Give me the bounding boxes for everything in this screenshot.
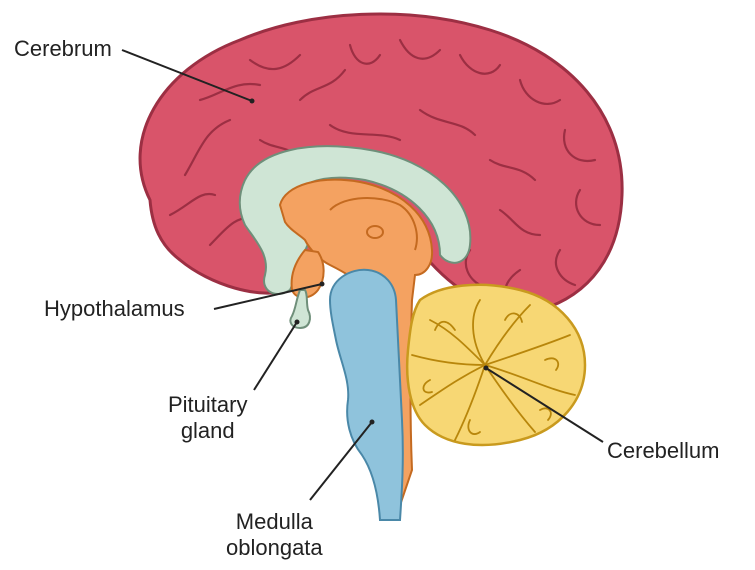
leader-medulla [310, 422, 372, 500]
medulla-label-line1: Medulla [226, 509, 323, 535]
medulla-oblongata-label: Medulla oblongata [226, 509, 323, 561]
cerebellum-label: Cerebellum [607, 438, 720, 464]
pituitary-shape [290, 290, 310, 328]
pituitary-label-line2: gland [168, 418, 247, 444]
pituitary-gland-label: Pituitary gland [168, 392, 247, 444]
leader-pituitary [254, 322, 297, 390]
brainstem-shape [330, 270, 403, 520]
hypothalamus-label: Hypothalamus [44, 296, 185, 322]
cerebrum-label: Cerebrum [14, 36, 112, 62]
pituitary-label-line1: Pituitary [168, 392, 247, 418]
medulla-label-line2: oblongata [226, 535, 323, 561]
